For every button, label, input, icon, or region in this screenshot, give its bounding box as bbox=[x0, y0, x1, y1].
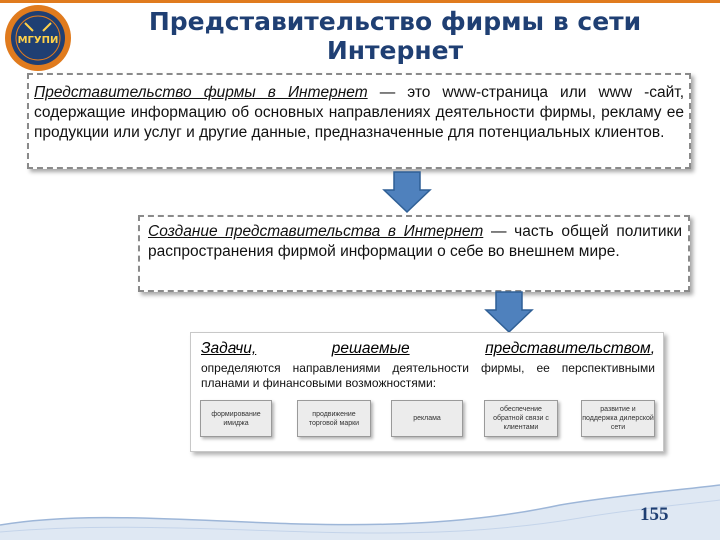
task-advertising: реклама bbox=[391, 400, 463, 437]
tasks-heading-comma: , bbox=[650, 340, 655, 357]
tasks-heading-word-3: представительством bbox=[485, 340, 651, 357]
university-logo: МГУПИ bbox=[5, 5, 71, 71]
task-image: формирование имиджа bbox=[200, 400, 272, 437]
task-brand: продвижение торговой марки bbox=[297, 400, 371, 437]
tasks-heading: Задачи, решаемые представительством, bbox=[201, 340, 655, 358]
down-arrow-1 bbox=[382, 171, 432, 214]
tasks-heading-word-2: решаемые bbox=[331, 340, 410, 357]
tasks-heading-word-1: Задачи, bbox=[201, 340, 257, 357]
creation-term: Создание представительства в Интернет bbox=[148, 223, 484, 240]
down-arrow-2 bbox=[484, 291, 534, 334]
slide-title: Представительство фирмы в сети Интернет bbox=[148, 7, 642, 65]
definition-text: Представительство фирмы в Интернет — это… bbox=[34, 83, 684, 143]
logo-text: МГУПИ bbox=[18, 35, 59, 46]
page-number: 155 bbox=[640, 504, 669, 525]
footer-decoration bbox=[0, 484, 720, 540]
creation-text: Создание представительства в Интернет — … bbox=[148, 222, 682, 262]
tasks-description: определяются направлениями деятельности … bbox=[201, 361, 655, 390]
creation-box: Создание представительства в Интернет — … bbox=[138, 215, 690, 292]
definition-body: — это www-страница или www -сайт, содерж… bbox=[34, 84, 684, 141]
definition-term: Представительство фирмы в Интернет bbox=[34, 84, 368, 101]
header-decoration bbox=[0, 0, 720, 3]
creation-body: — часть общей политики распространения ф… bbox=[148, 223, 682, 260]
definition-box: Представительство фирмы в Интернет — это… bbox=[27, 73, 691, 169]
task-feedback: обеспечение обратной связи с клиентами bbox=[484, 400, 558, 437]
task-dealer-network: развитие и поддержка дилерской сети bbox=[581, 400, 655, 437]
